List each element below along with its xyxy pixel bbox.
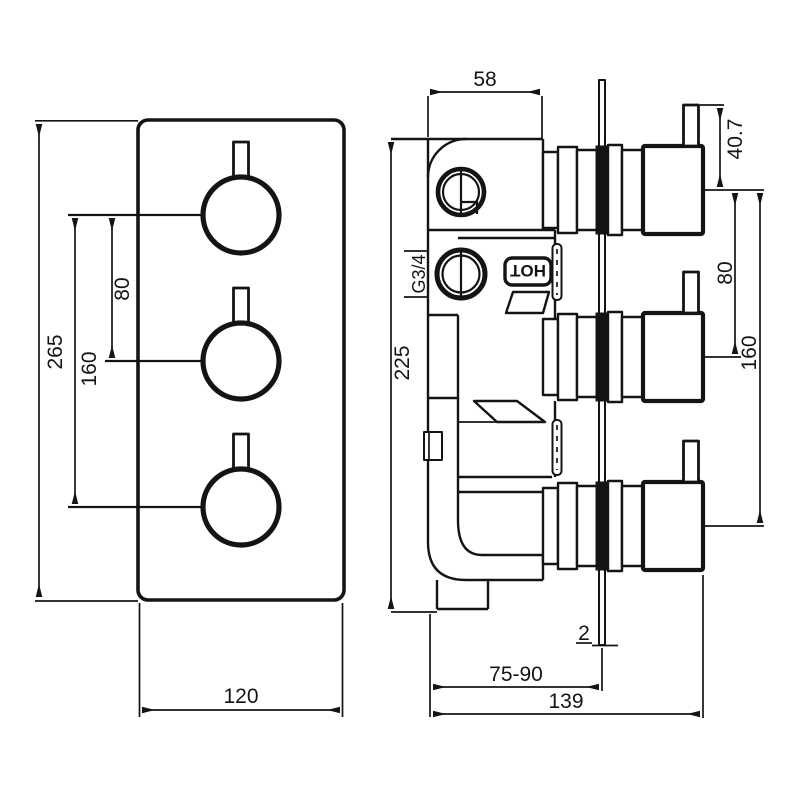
- front-knob-3-dial: [200, 466, 282, 548]
- front-knob-3: [200, 432, 282, 548]
- elbow-outer-arc: [426, 541, 467, 582]
- front-knob-2-dial: [200, 320, 282, 402]
- hot-marking: HOT: [503, 256, 553, 287]
- dim-front-spacing: 80: [108, 218, 134, 358]
- hot-marking-label: HOT: [509, 261, 546, 280]
- dim-overall-depth: 139: [433, 575, 704, 718]
- side-view: G3/4 HOT: [387, 68, 764, 718]
- dim-front-width-label: 120: [223, 685, 258, 708]
- dim-overall-depth-label: 139: [548, 690, 583, 713]
- dim-side-body-depth-label: 58: [473, 68, 496, 91]
- dim-wall-range: 75-90: [429, 614, 603, 717]
- front-knob-1-dial: [200, 174, 282, 256]
- dim-front-width: 120: [138, 603, 344, 717]
- plate-clamp-2: [595, 312, 609, 402]
- side-knob-3-lever: [682, 439, 700, 484]
- hot-marking-box: [503, 256, 553, 287]
- body-detail-upper: [504, 290, 551, 315]
- dim-front-height-label: 265: [44, 334, 67, 369]
- hot-inlet-port: G3/4: [404, 247, 488, 301]
- dim-wall-range-label: 75-90: [489, 663, 543, 686]
- side-knob-2: [541, 270, 706, 404]
- plate-clamp-1: [595, 145, 609, 235]
- dim-front-spacing-label: 80: [111, 277, 134, 300]
- elbow-inner-arc: [456, 519, 483, 557]
- side-knob-2-lever: [682, 270, 700, 315]
- side-knob-3: [541, 439, 706, 573]
- side-knob-3-body: [640, 479, 706, 573]
- dim-side-handle-offset: 40.7: [700, 104, 764, 191]
- dim-plate-thickness: 2: [576, 622, 618, 647]
- body-corner-fillet: [426, 137, 467, 178]
- side-knob-1: [541, 103, 706, 237]
- dim-side-spacing-outer: 160: [705, 193, 764, 527]
- dim-side-body-height-label: 225: [391, 345, 414, 380]
- dim-front-spacing-outer-label: 160: [78, 351, 101, 386]
- dim-side-handle-offset-label: 40.7: [724, 119, 747, 160]
- mounting-clip: [423, 431, 443, 461]
- front-knob-1: [200, 140, 282, 256]
- side-knob-1-lever: [682, 103, 700, 148]
- front-knob-2: [200, 286, 282, 402]
- thread-size-label: G3/4: [409, 254, 429, 293]
- dim-side-spacing-label: 80: [714, 261, 737, 284]
- outlet-port: [435, 166, 487, 218]
- dim-side-body-depth: 58: [427, 68, 543, 139]
- side-knob-1-body: [640, 143, 706, 237]
- front-view: 265 160 80 120: [35, 118, 346, 717]
- body-detail-lower: [472, 399, 547, 424]
- dim-side-body-height: 225: [387, 142, 437, 613]
- plate-clamp-3: [595, 481, 609, 571]
- dim-front-height: 265: [35, 119, 138, 602]
- dim-front-spacing-outer: 160: [71, 218, 101, 504]
- front-knob-1-lever: [232, 140, 250, 180]
- dim-side-spacing-outer-label: 160: [738, 335, 761, 370]
- side-knob-2-body: [640, 310, 706, 404]
- front-knob-2-lever: [232, 286, 250, 326]
- dim-side-spacing: 80: [705, 193, 741, 358]
- front-knob-3-lever: [232, 432, 250, 472]
- dim-plate-thickness-label: 2: [578, 622, 590, 645]
